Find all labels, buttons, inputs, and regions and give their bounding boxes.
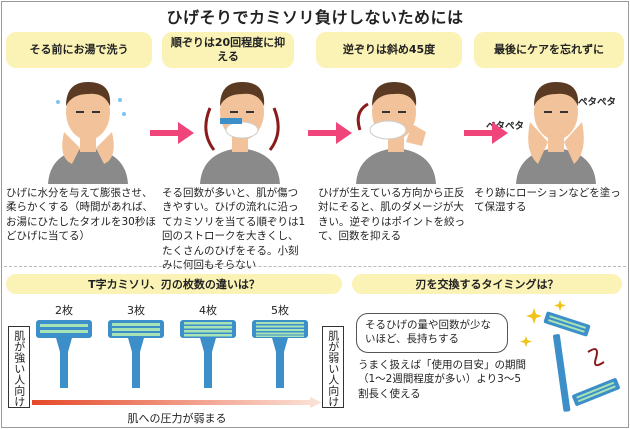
applying-lotion-illustration [516,82,596,184]
timing-section-heading: 刃を交換するタイミングは？ [352,274,622,294]
step-4-heading: 最後にケアを忘れずに [474,32,624,68]
step-3-description: ひげが生えている方向から正反対にそると、肌のダメージが大きい。逆ぞりはポイントを… [318,187,465,243]
blade-count-4: 4枚 [199,304,217,317]
step-2-heading: 順ぞりは20回程度に抑える [162,32,294,68]
pat-sound-left: ペタペタ [486,121,525,132]
razor-and-blade-illustration [520,300,620,412]
blade-count-2: 2枚 [55,304,73,317]
sensitive-skin-label: 肌が弱い人向け [322,326,344,408]
step-3-heading: 逆ぞりは斜め45度 [316,32,462,68]
longevity-callout: そるひげの量や回数が少ないほど、長持ちする [356,313,508,353]
shaving-against-grain-illustration [356,82,436,184]
step-arrow-3-icon [464,122,508,144]
page-title: ひげそりでカミソリ負けしないためには [166,8,464,27]
usage-period-note: うまく扱えば「使用の目安」の期間（1～2週間程度が多い）より3～5割長く使える [358,359,526,400]
blade-section-heading: T字カミソリ、刃の枚数の違いは？ [6,274,342,294]
razor-5-blade-icon [252,320,308,388]
strong-skin-label: 肌が強い人向け [8,326,30,408]
razor-4-blade-icon [180,320,236,388]
section-divider [4,266,626,267]
pat-sound-right: ペタペタ [578,97,617,108]
pressure-gradient-arrow [32,397,322,408]
step-4-description: そり跡にローションなどを塗って保湿する [474,187,621,214]
shaving-with-grain-illustration [200,82,280,184]
razor-3-blade-icon [108,320,164,388]
step-2-description: そる回数が多いと、肌が傷つきやすい。ひげの流れに沿ってカミソリを当てる順ぞりは1… [162,187,306,272]
step-arrow-1-icon [150,122,194,144]
step-1-description: ひげに水分を与えて膨張させ、柔らかくする（時間があれば、お湯にひたしたタオルを3… [6,187,156,243]
blade-count-5: 5枚 [271,304,289,317]
blade-count-3: 3枚 [127,304,145,317]
step-1-heading: そる前にお湯で洗う [6,32,152,68]
pressure-label: 肌への圧力が弱まる [127,412,227,425]
step-arrow-2-icon [308,122,352,144]
washing-face-illustration [48,82,128,184]
razor-2-blade-icon [36,320,92,388]
